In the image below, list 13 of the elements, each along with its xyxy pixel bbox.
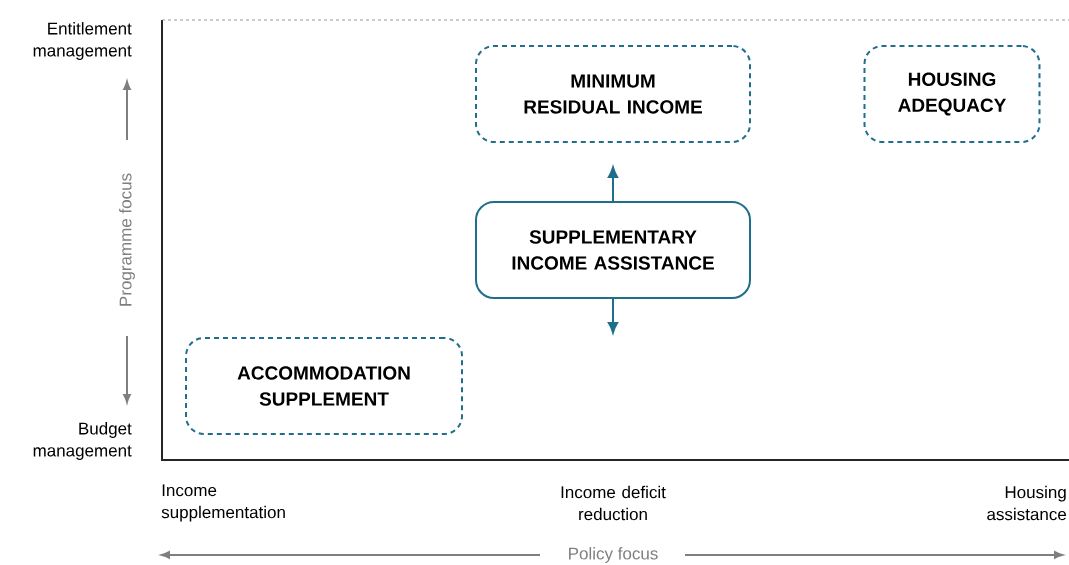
process-box: SUPPLEMENTARY INCOME ASSISTANCE — [475, 201, 751, 299]
axis-label: Housing assistance — [987, 485, 1067, 521]
axis-label: Income supplementation — [161, 484, 285, 522]
option-box: ACCOMMODATION SUPPLEMENT — [185, 337, 463, 435]
axis-label: Budget management — [33, 422, 132, 460]
option-box: MINIMUM RESIDUAL INCOME — [475, 45, 751, 143]
axis-title: Policy focus — [566, 546, 660, 564]
arrow — [607, 166, 619, 202]
axis-title: Programme focus — [118, 171, 136, 309]
option-box: HOUSING ADEQUACY — [863, 45, 1041, 143]
axis-label: Income deficit reduction — [561, 485, 666, 521]
arrow — [607, 298, 619, 334]
axis-label: Entitlement management — [33, 22, 132, 60]
